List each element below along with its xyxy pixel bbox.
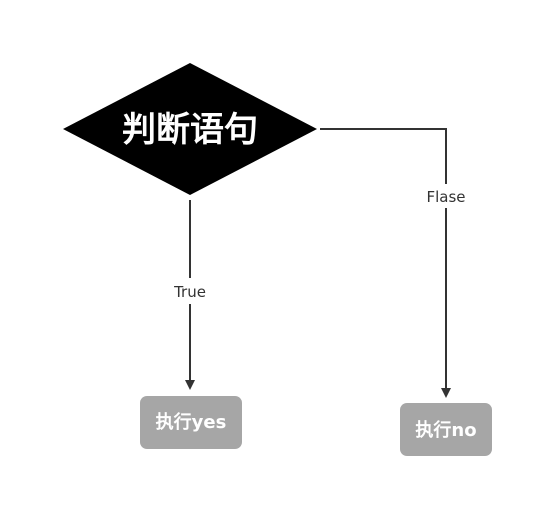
true-branch-connector: True [173, 200, 206, 390]
execute-no-box [400, 403, 492, 456]
false-branch-connector: Flase [320, 128, 466, 398]
execute-yes-label: 执行yes [156, 411, 227, 433]
false-branch-label: Flase [426, 188, 465, 206]
execute-no-label: 执行no [415, 419, 476, 441]
decision-node: 判断语句 [63, 63, 317, 195]
true-branch-label: True [173, 283, 206, 301]
false-branch-line-upper [320, 128, 447, 184]
execute-yes-box [140, 396, 242, 449]
execute-yes-node: 执行yes [140, 396, 242, 449]
decision-label: 判断语句 [122, 110, 258, 150]
decision-diamond-shape [63, 63, 317, 195]
execute-no-node: 执行no [400, 403, 492, 456]
